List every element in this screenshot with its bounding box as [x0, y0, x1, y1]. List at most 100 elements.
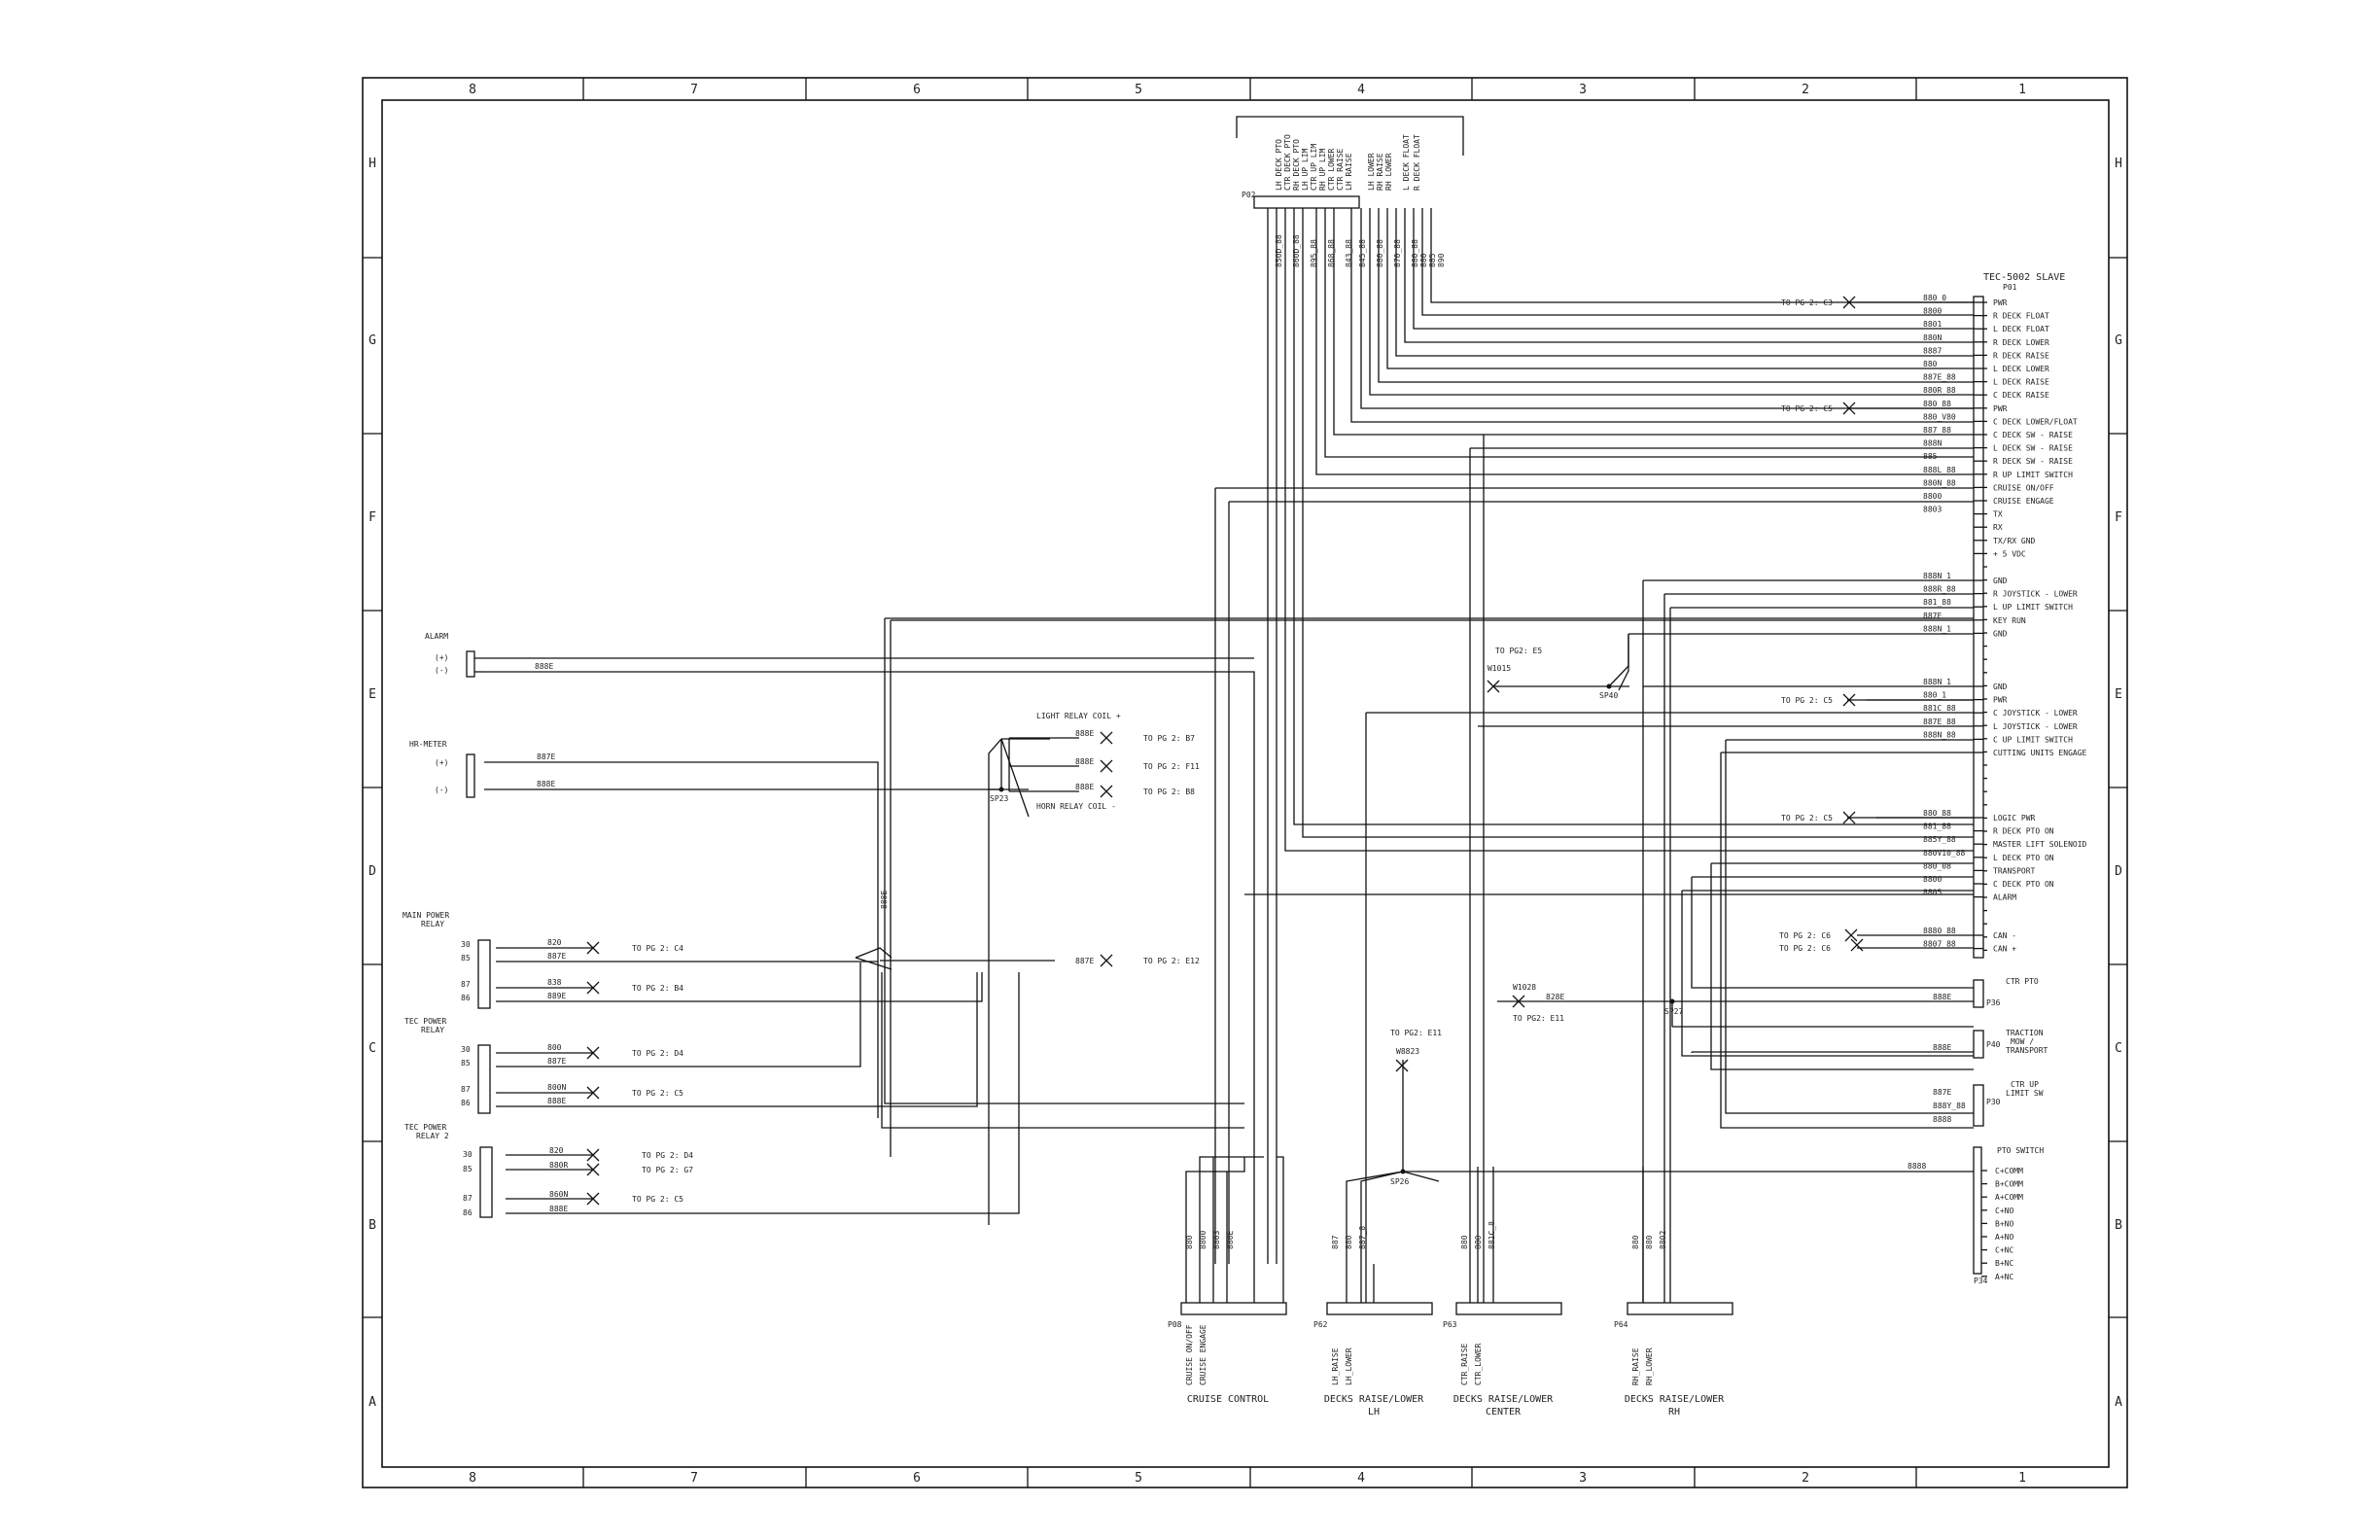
traction-title-3: TRANSPORT: [2006, 1046, 2048, 1055]
top-connector-ref: P02: [1242, 191, 1256, 199]
pto-switch: PTO SWITCH P34 8888 C+COMMB+COMMA+COMMC+…: [1908, 1146, 2044, 1285]
top-wire-10: 885: [1428, 253, 1437, 267]
tec-g1-label-6: L DECK RAISE: [1993, 378, 2049, 387]
top-wire-1: 860D_88: [1292, 234, 1301, 267]
off-page-c5-left2: TO PG 2: C5: [632, 1195, 683, 1204]
traction-wire: 888E: [1933, 1043, 1951, 1052]
col-label-7: 7: [690, 83, 698, 97]
tec-g4-label-1: R DECK PTO ON: [1993, 827, 2054, 836]
main-power-relay: MAIN POWER RELAY 30 85 87 86 820 887E 83…: [402, 911, 566, 1009]
bottom-connector-2-label-0: CTR_RAISE: [1460, 1343, 1469, 1385]
top-label-13: R DECK FLOAT: [1413, 134, 1421, 191]
main-relay-pin-87: 87: [461, 980, 471, 989]
hourmeter-wire-2: 888E: [537, 780, 555, 788]
relay-wire-1: 888E: [1075, 757, 1094, 766]
tec-relay-pin-30: 30: [461, 1045, 471, 1054]
off-page-e5: TO PG2: E5: [1495, 647, 1542, 655]
pto-pin-3: C+NO: [1995, 1207, 2013, 1215]
horn-relay-label: HORN RELAY COIL -: [1036, 802, 1116, 811]
bottom-connector-1-title: DECKS RAISE/LOWER: [1324, 1394, 1424, 1405]
bottom-connector-2-subtitle: CENTER: [1486, 1407, 1522, 1418]
tec-relay-pin-86: 86: [461, 1099, 471, 1107]
top-wire-4: 843_88: [1345, 239, 1353, 267]
traction-title-2: MOW /: [2011, 1037, 2034, 1046]
tec-g4-wire-3: 880V10_88: [1923, 849, 1966, 858]
top-wire-11: 890: [1437, 253, 1446, 267]
tec-relay-wire-1: 887E: [547, 1057, 566, 1066]
col-label-8-bottom: 8: [469, 1471, 476, 1486]
bottom-connector-1-wire-1: 880: [1345, 1235, 1353, 1249]
alarm-pin-plus: (+): [435, 653, 448, 662]
top-wire-2: 895_88: [1310, 239, 1318, 267]
tec-g4-wire-6: 8805: [1923, 889, 1942, 897]
tec-g1-label-5: L DECK LOWER: [1993, 365, 2049, 373]
hourmeter-pin-minus: (-): [435, 786, 448, 794]
top-label-2: RH DECK PTO: [1292, 139, 1301, 191]
main-relay-pin-86: 86: [461, 994, 471, 1002]
tec-g2-wire-2: 881_88: [1923, 598, 1951, 607]
splice-sp23: SP23: [990, 794, 1008, 803]
off-page-c6-2: TO PG 2: C6: [1779, 944, 1831, 953]
bottom-connector-2-wire-2: 881C_8: [1488, 1221, 1496, 1249]
off-page-b8: TO PG 2: B8: [1143, 788, 1195, 796]
tec-g1-label-4: R DECK RAISE: [1993, 351, 2049, 360]
hour-meter: HR-METER (+) (-) 887E 888E: [409, 740, 555, 798]
row-label-e: E: [368, 687, 376, 702]
top-label-9: LH LOWER: [1367, 153, 1376, 191]
tec-g4-label-0: LOGIC PWR: [1993, 814, 2036, 822]
tec-g5-wire-0: 8880_88: [1923, 927, 1956, 935]
bottom-connector-3-label-1: RH_LOWER: [1645, 1348, 1654, 1385]
top-connector-p02: P02 LH DECK PTO CTR DECK PTO RH DECK PTO…: [1236, 116, 1464, 267]
tec-g1-wire-5: 880: [1923, 360, 1938, 368]
wiring: [484, 208, 1974, 1312]
tec-g5-label-0: CAN -: [1993, 931, 2016, 940]
tec-g1-wire-4: 8887: [1923, 346, 1942, 355]
drawing-frame: 8 7 6 5 4 3 2 1 8 7 6 5 4 3 2 1 H G F E …: [362, 77, 2128, 1488]
bottom-connector-3-wire-1: 880: [1645, 1235, 1654, 1249]
tec-g2-label-0: GND: [1993, 577, 2008, 585]
tec-g1-label-18: TX/RX GND: [1993, 537, 2036, 545]
alarm-pin-minus: (-): [435, 666, 448, 675]
off-page-markers: [586, 296, 1864, 1206]
tec-g1-wire-3: 880N: [1923, 333, 1942, 342]
tec-5002-module: TEC-5002 SLAVE P01: [1973, 272, 2065, 959]
col-label-3-bottom: 3: [1579, 1471, 1587, 1486]
off-page-f11: TO PG 2: F11: [1143, 762, 1200, 771]
traction-mow-transport: TRACTION MOW / TRANSPORT P40 888E: [1933, 1029, 2048, 1059]
tec-g1-wire-6: 887E_88: [1923, 373, 1956, 382]
col-label-6-bottom: 6: [913, 1471, 921, 1486]
col-label-5-bottom: 5: [1135, 1471, 1142, 1486]
tec-relay2-title-2: RELAY 2: [416, 1132, 449, 1140]
row-label-a-right: A: [2115, 1395, 2122, 1410]
row-label-a: A: [368, 1395, 376, 1410]
ctr-up-wire-1: 888Y_88: [1933, 1102, 1966, 1110]
off-page-c5-left: TO PG 2: C5: [632, 1089, 683, 1098]
col-label-3: 3: [1579, 83, 1587, 97]
bottom-connector-2-title: DECKS RAISE/LOWER: [1453, 1394, 1554, 1405]
top-wire-8: 880_88: [1411, 239, 1419, 267]
tec-relay-pin-87: 87: [461, 1085, 471, 1094]
tec-module-title: TEC-5002 SLAVE: [1983, 272, 2065, 283]
main-relay-title-1: MAIN POWER: [402, 911, 449, 920]
wire-id-w8823: W8823: [1396, 1047, 1419, 1056]
pto-pin-2: A+COMM: [1995, 1193, 2023, 1202]
off-page-e11: TO PG2: E11: [1513, 1014, 1564, 1023]
ctr-pto-ref: P36: [1986, 998, 2001, 1007]
splice-sp26: SP26: [1390, 1177, 1409, 1186]
off-page-c6: TO PG 2: C6: [1779, 931, 1831, 940]
bottom-connector-1-ref: P62: [1313, 1320, 1328, 1329]
bottom-connector-3-ref: P64: [1614, 1320, 1628, 1329]
off-page-c5-3: TO PG 2: C5: [1781, 814, 1833, 822]
top-label-8: LH RAISE: [1345, 153, 1353, 191]
splice-sp40: SP40: [1599, 691, 1618, 700]
wire-id-w1028: W1028: [1513, 983, 1536, 992]
alarm: ALARM (+) (-) 888E: [425, 632, 1254, 678]
bottom-connector-1-wire-0: 887: [1331, 1235, 1340, 1249]
alarm-title: ALARM: [425, 632, 448, 641]
tec-g1-label-1: R DECK FLOAT: [1993, 312, 2049, 321]
top-wire-6: 880_88: [1376, 239, 1384, 267]
traction-title-1: TRACTION: [2006, 1029, 2044, 1037]
ctr-up-limit: CTR UP LIMIT SW P30 887E 888Y_88 8888: [1933, 1080, 2044, 1127]
ctr-up-ref: P30: [1986, 1098, 2001, 1106]
